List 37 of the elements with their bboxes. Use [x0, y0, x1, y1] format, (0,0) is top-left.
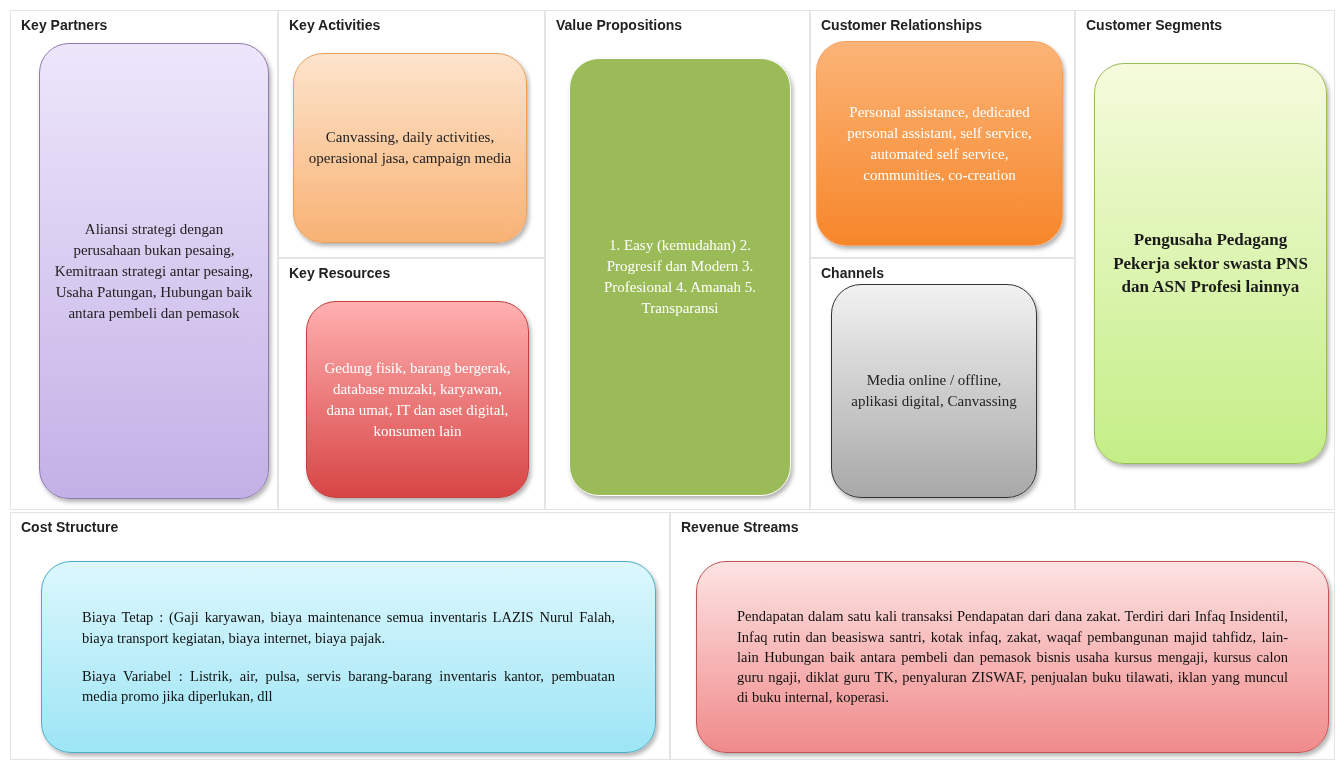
canvas-section: [278, 258, 545, 510]
content-card: [1094, 63, 1327, 464]
content-card: [696, 561, 1329, 753]
card-text: Canvassing, daily activities, operasional jasa, campaign media: [308, 128, 512, 168]
canvas-section: [278, 10, 545, 258]
section-heading: Customer Segments: [1086, 17, 1223, 33]
card-text: Pendapatan dalam satu kali transaksi Pendapatan dari dana zakat. Terdiri dari Infaq Insidentil, Infaq rutin dan beasiswa santri, kotak infaq, zakat, waqaf pembangunan majid tahfidz, lain-lain Hubungan baik antara pembeli dan pemasok bisnis usaha kursus mengaji, kursus calon guru ngaji, diklat guru TK, penyaluran ZISWAF, penjualan buku tilawati, iklan yang muncul di buku internal, koperasi.: [737, 607, 1288, 708]
canvas-section: [10, 10, 278, 510]
card-text: Aliansi strategi dengan perusahaan bukan pesaing, Kemitraan strategi antar pesaing, Usaha Patungan, Hubungan baik antara pembeli dan pemasok: [54, 219, 254, 323]
canvas-section: [810, 258, 1075, 510]
card-text: Gedung fisik, barang bergerak, database muzaki, karyawan, dana umat, IT dan aset digital, konsumen lain: [323, 358, 512, 441]
card-text: Biaya Variabel : Listrik, air, pulsa, servis barang-barang inventaris kantor, pembuatan media promo jika diperlukan, dll: [82, 667, 615, 707]
section-heading: Key Resources: [289, 265, 391, 281]
card-text: Biaya Tetap : (Gaji karyawan, biaya maintenance semua inventaris LAZIS Nurul Falah, biaya transport kegiatan, biaya internet, biaya pajak.: [82, 608, 615, 648]
canvas-section: [810, 10, 1075, 258]
content-card: [569, 58, 791, 496]
section-heading: Channels: [821, 265, 884, 281]
canvas-section: [670, 512, 1335, 760]
content-card: [831, 284, 1037, 498]
content-card: [306, 301, 529, 498]
content-card: [293, 53, 527, 243]
card-text: 1. Easy (kemudahan) 2. Progresif dan Modern 3. Profesional 4. Amanah 5. Transparansi: [602, 236, 758, 318]
card-text: Pengusaha Pedagang Pekerja sektor swasta PNS dan ASN Profesi lainnya: [1112, 228, 1309, 299]
canvas-section: [10, 512, 670, 760]
content-card: [816, 41, 1063, 246]
section-heading: Key Activities: [289, 17, 381, 33]
section-heading: Cost Structure: [21, 519, 119, 535]
section-heading: Value Propositions: [556, 17, 683, 33]
canvas-section: [545, 10, 810, 510]
card-text: Personal assistance, dedicated personal assistant, self service, automated self service, communities, co-creation: [846, 102, 1033, 185]
content-card: [39, 43, 269, 499]
section-heading: Customer Relationships: [821, 17, 983, 33]
card-text: Media online / offline, aplikasi digital, Canvassing: [850, 371, 1018, 411]
canvas-section: [1075, 10, 1335, 510]
section-heading: Revenue Streams: [681, 519, 799, 535]
section-heading: Key Partners: [21, 17, 108, 33]
content-card: [41, 561, 656, 753]
